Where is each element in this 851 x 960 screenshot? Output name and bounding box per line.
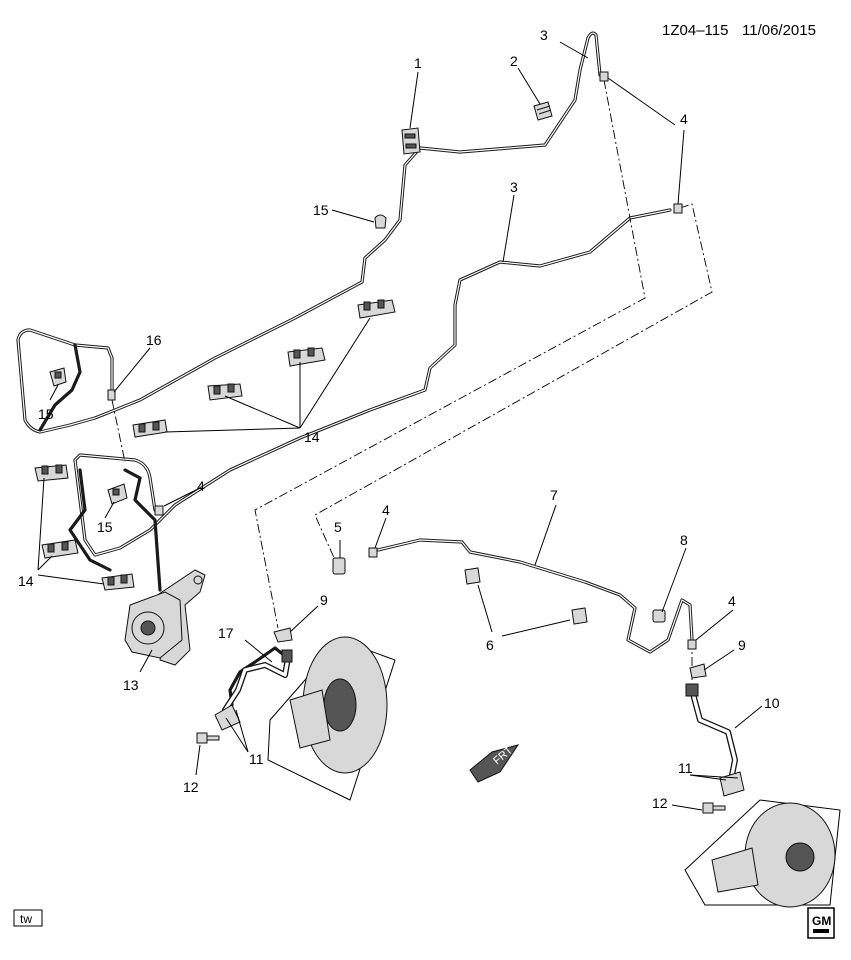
right-rear-brake-assembly	[684, 683, 841, 908]
hose-10-fitting	[685, 683, 699, 697]
clip-6-a	[464, 567, 481, 585]
right-rear-hub	[785, 842, 815, 872]
clip-1	[401, 127, 421, 155]
bracket-11-right	[719, 771, 745, 797]
callout-5: 5	[334, 519, 342, 535]
clip-14-e	[34, 464, 69, 482]
left-rear-caliper	[289, 689, 331, 749]
callout-6: 6	[486, 637, 494, 653]
header-reference: 1Z04–115 11/06/2015	[662, 22, 816, 39]
clip-14-d	[132, 419, 168, 438]
dash-line-b	[314, 203, 713, 561]
retainer-15-a	[374, 214, 387, 229]
callout-11-right: 11	[678, 760, 693, 776]
clip-14-g	[101, 573, 135, 591]
hose-17-fitting	[281, 649, 293, 663]
callout-4-right: 4	[728, 593, 736, 609]
nut-4-e	[687, 639, 697, 650]
abs-feed-tube	[123, 468, 162, 592]
bracket-9-b	[689, 663, 707, 679]
right-rear-caliper	[711, 847, 759, 893]
clip-14-b	[287, 347, 326, 367]
callout-12-right: 12	[652, 795, 668, 811]
lower-brake-tube-highlight	[74, 209, 671, 556]
rear-crossover-tube	[376, 538, 694, 654]
callout-4-mid: 4	[382, 502, 390, 518]
leader-lines	[37, 41, 763, 811]
callout-labels: 1 2 3 3 4 4 4 4 5 6 7 8 9 9 10 11 11 12 …	[18, 27, 780, 811]
callout-16: 16	[146, 332, 162, 348]
brake-tubes	[16, 31, 694, 722]
clip-14-c	[207, 383, 243, 401]
callout-13: 13	[123, 677, 139, 693]
callout-4-left: 4	[197, 478, 205, 494]
upper-brake-tube-highlight	[17, 32, 601, 433]
callout-14-center: 14	[304, 429, 320, 445]
tw-badge: tw	[13, 909, 43, 927]
nut-4-b	[673, 203, 683, 214]
left-rear-hub	[323, 678, 357, 732]
abs-modulator-assembly	[124, 569, 206, 666]
abs-mount-hole	[193, 575, 203, 585]
nut-4-d	[368, 547, 378, 558]
lower-brake-tube	[73, 208, 672, 557]
callout-8: 8	[680, 532, 688, 548]
fitting-8	[652, 609, 666, 623]
fitting-2	[533, 101, 553, 121]
gm-logo-text: GM	[812, 914, 831, 928]
callout-17: 17	[218, 625, 234, 641]
callout-14-left: 14	[18, 573, 34, 589]
dash-line-a	[254, 79, 646, 629]
rear-crossover-tube-highlight	[377, 539, 693, 653]
callout-11-left: 11	[249, 751, 264, 767]
callout-4-upper: 4	[680, 111, 688, 127]
callout-7: 7	[550, 487, 558, 503]
retainer-15-c	[107, 483, 128, 505]
nut-4-a	[599, 71, 609, 82]
callout-15-lower: 15	[97, 519, 113, 535]
clip-14-a	[357, 299, 396, 319]
bracket-11-left	[214, 704, 241, 731]
callout-10: 10	[764, 695, 780, 711]
retainer-15-b	[49, 367, 67, 387]
callout-2: 2	[510, 53, 518, 69]
tw-label: tw	[20, 912, 32, 926]
front-direction-arrow: FRT	[469, 744, 520, 783]
left-rear-brake-assembly	[196, 636, 396, 801]
fitting-16	[107, 389, 116, 401]
callout-9-left: 9	[320, 592, 328, 608]
clip-6-b	[571, 607, 588, 625]
tube-clips	[34, 71, 707, 679]
bracket-9-a	[273, 627, 293, 643]
callout-9-right: 9	[738, 637, 746, 653]
clip-14-f	[41, 539, 79, 559]
callout-12-left: 12	[183, 779, 199, 795]
bolt-12-left	[196, 732, 220, 744]
gm-logo: GM	[807, 907, 835, 939]
upper-brake-tube	[16, 31, 602, 434]
callout-3-lower: 3	[510, 179, 518, 195]
grommet-5	[332, 557, 346, 575]
bolt-12-right	[702, 802, 726, 814]
callout-15-top: 15	[313, 202, 329, 218]
abs-motor-center	[140, 620, 156, 636]
reference-code: 1Z04–115	[662, 22, 728, 39]
nut-4-c	[154, 505, 164, 516]
callout-1: 1	[414, 55, 422, 71]
callout-3-upper: 3	[540, 27, 548, 43]
alignment-lines	[111, 79, 713, 680]
upper-tube-loop	[38, 343, 82, 432]
dash-line-c	[111, 399, 126, 463]
callout-15-left: 15	[38, 406, 54, 422]
reference-date: 11/06/2015	[742, 22, 816, 39]
lower-tube-branch	[68, 468, 112, 572]
